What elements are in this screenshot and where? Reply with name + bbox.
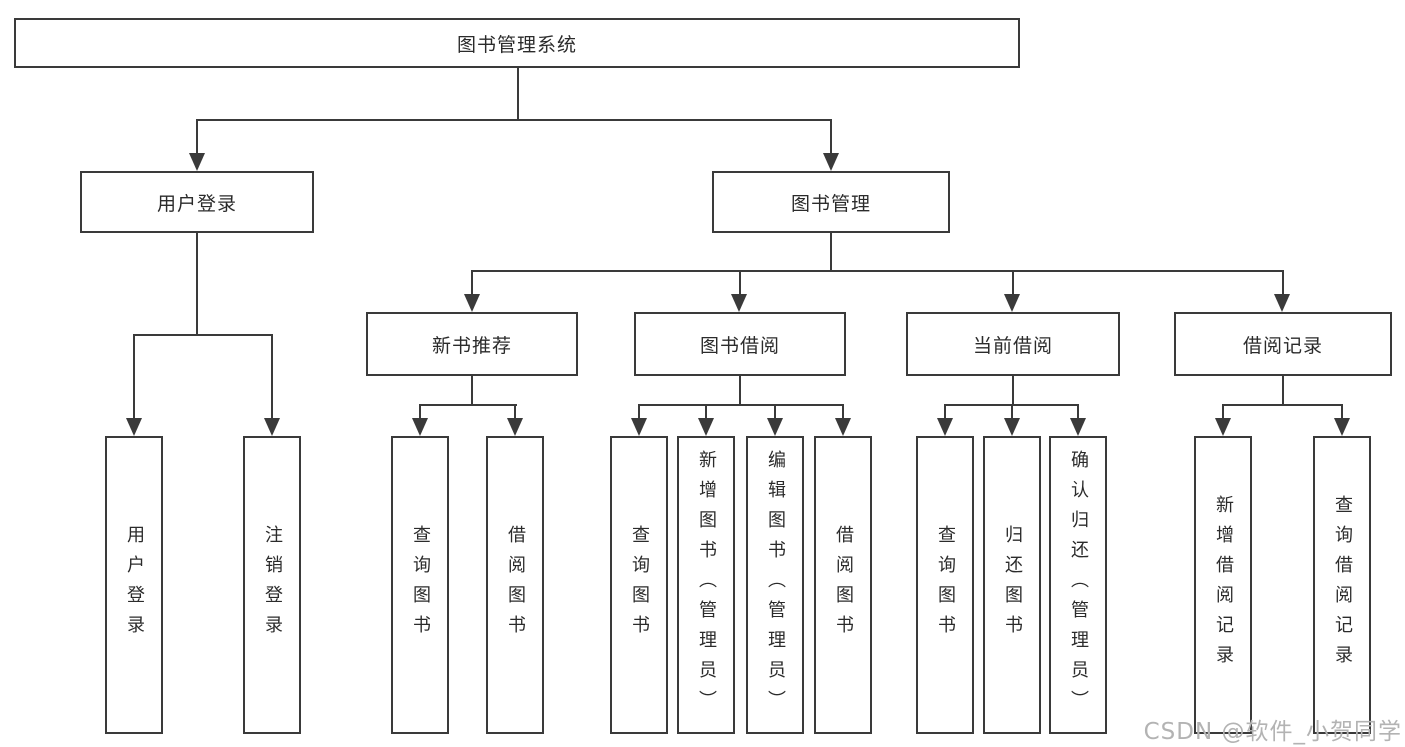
arrow-down-icon <box>767 418 783 436</box>
node-label: 当前借阅 <box>972 334 1053 357</box>
connector-new-book-horizontal <box>419 404 517 406</box>
node-leaf-return-books: 归还图书 <box>983 436 1041 734</box>
node-book-borrowing: 图书借阅 <box>634 312 846 376</box>
node-leaf-user-login: 用户登录 <box>105 436 163 734</box>
connector-to-leaf <box>1011 404 1013 422</box>
connector-user-login-horizontal <box>133 334 273 336</box>
node-new-book-recommendation: 新书推荐 <box>366 312 578 376</box>
connector-to-leaf <box>774 404 776 422</box>
connector-root-stem <box>517 66 519 121</box>
connector-records-horizontal <box>1222 404 1343 406</box>
arrow-down-icon <box>507 418 523 436</box>
node-label: 新增借阅记录 <box>1213 495 1234 675</box>
connector-to-leaf <box>842 404 844 422</box>
connector-to-leaf <box>944 404 946 422</box>
connector-book-borrow-horizontal <box>638 404 844 406</box>
node-label: 借阅记录 <box>1242 334 1323 357</box>
node-leaf-borrow-books-newbook: 借阅图书 <box>486 436 544 734</box>
arrow-down-icon <box>823 153 839 171</box>
connector-user-login-stem <box>196 231 198 336</box>
node-library-management-system: 图书管理系统 <box>14 18 1020 68</box>
node-leaf-query-books-newbook: 查询图书 <box>391 436 449 734</box>
connector-to-leaf <box>133 334 135 420</box>
arrow-down-icon <box>1274 294 1290 312</box>
node-label: 查询图书 <box>410 525 431 645</box>
connector-book-mgmt-stem <box>830 231 832 272</box>
node-label: 查询图书 <box>935 525 956 645</box>
connector-book-mgmt-horizontal <box>471 270 1284 272</box>
connector-to-level3 <box>739 272 741 296</box>
connector-to-level3 <box>1012 272 1014 296</box>
connector-to-leaf <box>514 404 516 422</box>
arrow-down-icon <box>1004 294 1020 312</box>
node-label: 查询借阅记录 <box>1332 495 1353 675</box>
node-current-borrowing: 当前借阅 <box>906 312 1120 376</box>
connector-current-borrow-stem <box>1012 374 1014 405</box>
connector-new-book-stem <box>471 374 473 405</box>
connector-to-level3 <box>1282 272 1284 296</box>
node-label: 借阅图书 <box>833 525 854 645</box>
arrow-down-icon <box>1070 418 1086 436</box>
arrow-down-icon <box>1334 418 1350 436</box>
arrow-down-icon <box>412 418 428 436</box>
arrow-down-icon <box>1004 418 1020 436</box>
node-label: 图书管理系统 <box>456 33 577 56</box>
node-label: 确认归还（管理员） <box>1068 450 1089 720</box>
node-leaf-add-borrow-record: 新增借阅记录 <box>1194 436 1252 734</box>
connector-to-leaf <box>705 404 707 422</box>
connector-to-leaf <box>1077 404 1079 422</box>
node-label: 编辑图书（管理员） <box>765 450 786 720</box>
connector-to-leaf <box>271 334 273 420</box>
node-label: 新书推荐 <box>431 334 512 357</box>
node-label: 查询图书 <box>629 525 650 645</box>
node-leaf-add-books-admin: 新增图书（管理员） <box>677 436 735 734</box>
node-leaf-edit-books-admin: 编辑图书（管理员） <box>746 436 804 734</box>
connector-to-leaf <box>419 404 421 422</box>
arrow-down-icon <box>835 418 851 436</box>
node-leaf-query-borrow-record: 查询借阅记录 <box>1313 436 1371 734</box>
node-leaf-borrow-books: 借阅图书 <box>814 436 872 734</box>
arrow-down-icon <box>126 418 142 436</box>
node-label: 新增图书（管理员） <box>696 450 717 720</box>
connector-to-leaf <box>1341 404 1343 422</box>
node-leaf-query-books-borrow: 查询图书 <box>610 436 668 734</box>
node-label: 图书管理 <box>790 192 871 215</box>
csdn-watermark: CSDN @软件_小贺同学 <box>1143 719 1402 745</box>
node-book-management: 图书管理 <box>712 171 950 233</box>
node-label: 图书借阅 <box>699 334 780 357</box>
connector-root-horizontal <box>196 119 832 121</box>
connector-to-level3 <box>471 272 473 296</box>
arrow-down-icon <box>464 294 480 312</box>
connector-to-user-login <box>196 119 198 155</box>
arrow-down-icon <box>264 418 280 436</box>
arrow-down-icon <box>631 418 647 436</box>
connector-to-leaf <box>638 404 640 422</box>
node-leaf-query-books-current: 查询图书 <box>916 436 974 734</box>
connector-records-stem <box>1282 374 1284 405</box>
node-label: 注销登录 <box>262 525 283 645</box>
connector-book-borrow-stem <box>739 374 741 405</box>
node-leaf-logout: 注销登录 <box>243 436 301 734</box>
arrow-down-icon <box>698 418 714 436</box>
connector-to-book-management <box>830 119 832 155</box>
node-leaf-confirm-return-admin: 确认归还（管理员） <box>1049 436 1107 734</box>
node-label: 用户登录 <box>156 192 237 215</box>
node-borrowing-records: 借阅记录 <box>1174 312 1392 376</box>
arrow-down-icon <box>731 294 747 312</box>
node-label: 归还图书 <box>1002 525 1023 645</box>
node-label: 借阅图书 <box>505 525 526 645</box>
connector-to-leaf <box>1222 404 1224 422</box>
arrow-down-icon <box>189 153 205 171</box>
node-label: 用户登录 <box>124 525 145 645</box>
node-user-login: 用户登录 <box>80 171 314 233</box>
arrow-down-icon <box>1215 418 1231 436</box>
arrow-down-icon <box>937 418 953 436</box>
